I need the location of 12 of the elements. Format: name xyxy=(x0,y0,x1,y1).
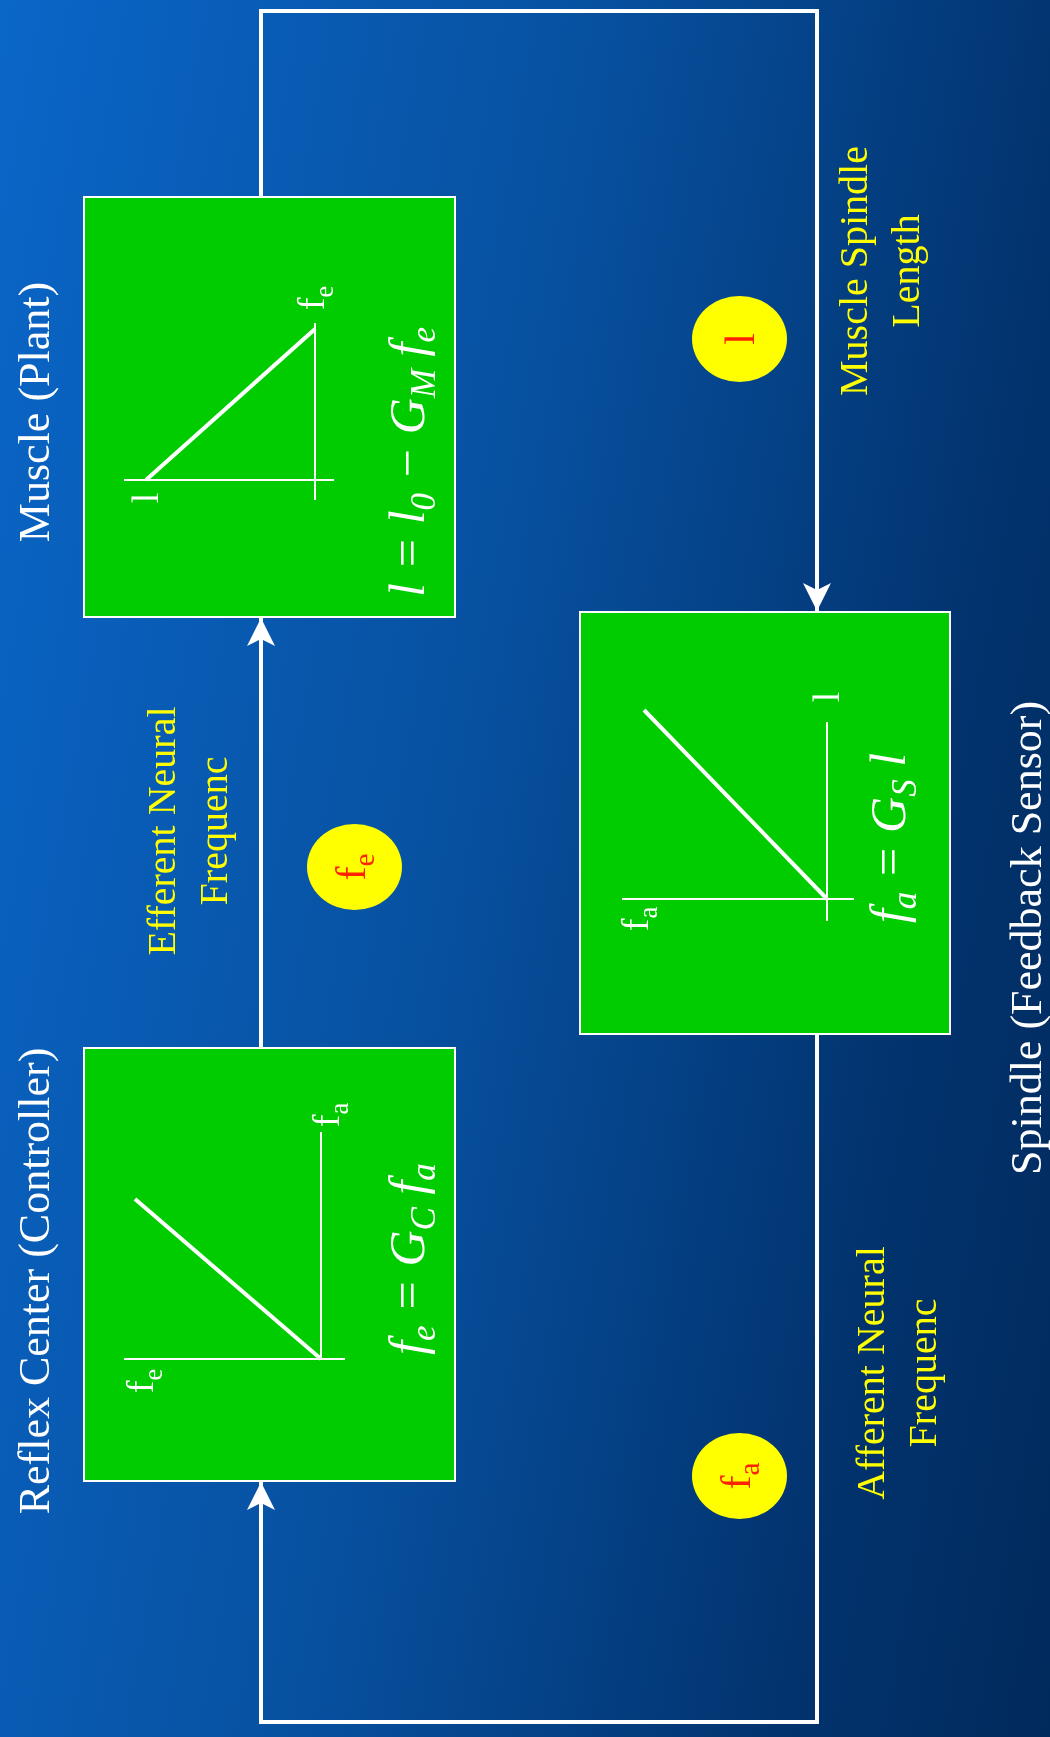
block-title: Spindle (Feedback Sensor) xyxy=(1001,700,1050,1176)
connector-arrow xyxy=(259,9,831,611)
block-title: Reflex Center (Controller) xyxy=(9,1047,60,1515)
edge-label: Afferent Neural Frequenc xyxy=(847,1245,946,1502)
axis-label: l xyxy=(124,492,168,504)
connector-arrow xyxy=(247,1035,819,1724)
edge-label: Muscle Spindle Length xyxy=(830,145,929,398)
block-title: Muscle (Plant) xyxy=(9,281,60,543)
axis-label: l xyxy=(805,691,849,703)
signal-symbol: l xyxy=(718,333,761,345)
edge-label: Efferent Neural Frequenc xyxy=(138,705,237,958)
connector-arrow xyxy=(247,618,275,1047)
